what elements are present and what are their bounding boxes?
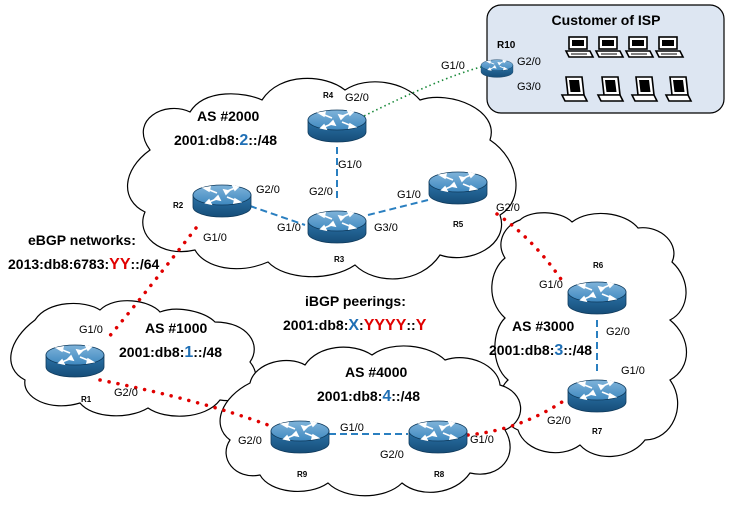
iface-r1-g20: G2/0 xyxy=(114,387,138,399)
router-r8 xyxy=(408,420,468,454)
router-icon xyxy=(567,281,627,315)
iface-r4-g20: G2/0 xyxy=(345,92,369,104)
router-icon xyxy=(270,420,330,454)
link-r2-r3 xyxy=(249,205,306,226)
link-r1-r9 xyxy=(98,378,270,427)
router-name-r4: R4 xyxy=(323,91,334,100)
router-r9 xyxy=(270,420,330,454)
router-icon xyxy=(307,109,367,143)
router-icon xyxy=(408,420,468,454)
iface-r8-g10: G1/0 xyxy=(470,434,494,446)
link-r2-r1 xyxy=(106,226,198,340)
router-icon xyxy=(192,184,252,218)
router-name-r1: R1 xyxy=(81,395,92,404)
iface-r7-g20: G2/0 xyxy=(547,415,571,427)
iface-r6-g10: G1/0 xyxy=(539,279,563,291)
iface-r5-g20: G2/0 xyxy=(496,202,520,214)
as3000-title: AS #3000 xyxy=(512,318,574,334)
iface-r9-g10: G1/0 xyxy=(340,422,364,434)
as4000-title: AS #4000 xyxy=(345,364,407,380)
router-icon xyxy=(480,59,514,78)
iface-r6-g20: G2/0 xyxy=(606,326,630,338)
router-name-r9: R9 xyxy=(297,470,308,479)
as2000-title: AS #2000 xyxy=(197,108,259,124)
as4000-prefix: 2001:db8:4::/48 xyxy=(317,388,420,405)
router-icon xyxy=(45,344,105,378)
router-name-r2: R2 xyxy=(173,201,184,210)
router-name-r3: R3 xyxy=(334,255,345,264)
link-r5-r6 xyxy=(495,212,567,287)
router-name-r6: R6 xyxy=(593,261,604,270)
ibgp-title: iBGP peerings: xyxy=(305,293,406,309)
router-r3 xyxy=(307,210,367,244)
router-r1 xyxy=(45,344,105,378)
iface-r1-g10: G1/0 xyxy=(79,324,103,336)
iface-r2-g20: G2/0 xyxy=(256,184,280,196)
router-name-r10: R10 xyxy=(497,40,516,51)
iface-r4-g10: G1/0 xyxy=(338,159,362,171)
iface-r2-g10: G1/0 xyxy=(203,232,227,244)
router-name-r8: R8 xyxy=(434,470,445,479)
router-r6 xyxy=(567,281,627,315)
router-name-r7: R7 xyxy=(592,427,603,436)
cloud-as4000 xyxy=(219,345,522,497)
ibgp-prefix: 2001:db8:X:YYYY::Y xyxy=(283,317,427,334)
router-icon xyxy=(428,171,488,205)
iface-r3-g20: G2/0 xyxy=(309,186,333,198)
ebgp-prefix: 2013:db8:6783:YY::/64 xyxy=(8,256,160,273)
router-name-r5: R5 xyxy=(453,220,464,229)
router-r7 xyxy=(567,379,627,413)
iface-r9-g20: G2/0 xyxy=(238,435,262,447)
cloud-as3000 xyxy=(491,212,688,457)
router-r2 xyxy=(192,184,252,218)
customer-title: Customer of ISP xyxy=(552,12,661,28)
customer-box xyxy=(486,4,725,114)
router-r10 xyxy=(480,59,514,78)
router-r4 xyxy=(307,109,367,143)
iface-r10-g30: G3/0 xyxy=(517,81,541,93)
as3000-prefix: 2001:db8:3::/48 xyxy=(489,342,592,359)
iface-r3-g30: G3/0 xyxy=(374,222,398,234)
iface-r3-g10: G1/0 xyxy=(277,222,301,234)
as1000-title: AS #1000 xyxy=(145,320,207,336)
iface-r10-g20: G2/0 xyxy=(517,56,541,68)
cloud-as2000 xyxy=(127,77,517,280)
iface-r5-g10: G1/0 xyxy=(397,189,421,201)
ebgp-title: eBGP networks: xyxy=(28,232,136,248)
iface-r10-g10: G1/0 xyxy=(441,60,465,72)
iface-r8-g20: G2/0 xyxy=(380,449,404,461)
iface-r7-g10: G1/0 xyxy=(621,365,645,377)
router-icon xyxy=(567,379,627,413)
router-r5 xyxy=(428,171,488,205)
link-r4-r10 xyxy=(359,66,482,119)
as2000-prefix: 2001:db8:2::/48 xyxy=(174,132,277,149)
as1000-prefix: 2001:db8:1::/48 xyxy=(119,344,222,361)
router-icon xyxy=(307,210,367,244)
